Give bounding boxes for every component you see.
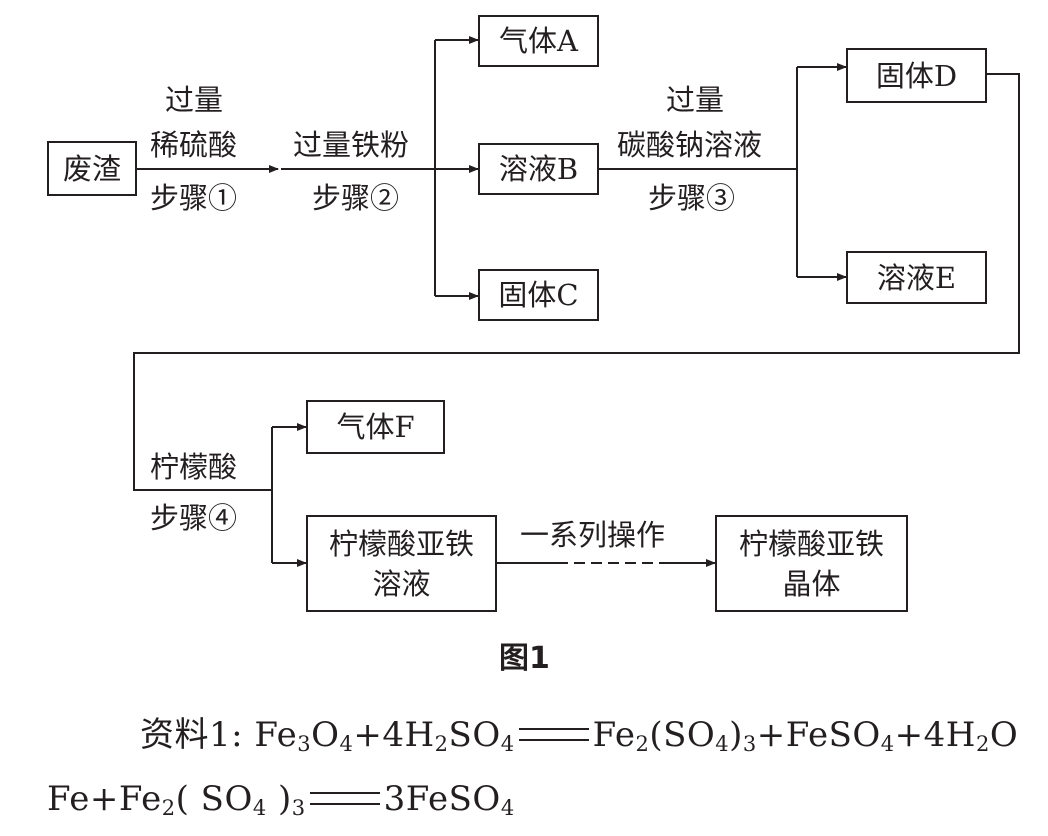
node-gas-f-label: 气体F xyxy=(336,410,415,444)
eq1-rhs: Fe2(SO4)3+FeSO4+4H2O xyxy=(592,715,1019,756)
node-solid-d: 固体D xyxy=(846,48,987,103)
node-solid-c-label: 固体C xyxy=(498,278,579,312)
step2-label: 步骤② xyxy=(312,181,400,215)
step4-reagent: 柠檬酸 xyxy=(150,450,238,484)
node-solution-e: 溶液E xyxy=(846,251,987,304)
step3-label: 步骤③ xyxy=(648,181,736,215)
step3-reagent-line2: 碳酸钠溶液 xyxy=(617,128,763,162)
node-ferrous-citrate-solution-line1: 柠檬酸亚铁 xyxy=(328,526,474,561)
node-gas-a: 气体A xyxy=(478,15,599,67)
eq2-rhs: 3FeSO4 xyxy=(383,779,515,820)
node-solid-d-label: 固体D xyxy=(875,58,958,93)
node-ferrous-citrate-crystal-line2: 晶体 xyxy=(782,566,841,601)
node-gas-f: 气体F xyxy=(306,400,445,454)
eq1-equals-sign xyxy=(518,727,589,741)
node-waste: 废渣 xyxy=(47,141,137,196)
eq1-lhs: Fe3O4+4H2SO4 xyxy=(254,715,515,756)
node-solid-c: 固体C xyxy=(478,269,599,321)
node-waste-label: 废渣 xyxy=(62,151,121,186)
step4-label: 步骤④ xyxy=(150,501,238,535)
node-ferrous-citrate-crystal: 柠檬酸亚铁 晶体 xyxy=(715,515,908,612)
step2-reagent: 过量铁粉 xyxy=(293,128,410,162)
step3-reagent-line1: 过量 xyxy=(666,83,725,117)
figure-caption: 图1 xyxy=(499,641,550,676)
eq2-lhs: Fe+Fe2( SO4 )3 xyxy=(47,779,306,820)
step1-label: 步骤① xyxy=(150,181,238,215)
material-prefix: 资料1: xyxy=(140,715,244,755)
material-equation-1: 资料1: Fe3O4+4H2SO4 Fe2(SO4)3+FeSO4+4H2O xyxy=(140,707,1018,756)
node-ferrous-citrate-solution: 柠檬酸亚铁 溶液 xyxy=(306,515,497,612)
eq2-equals-sign xyxy=(309,791,380,805)
step1-reagent-line1: 过量 xyxy=(165,83,224,117)
node-solution-b: 溶液B xyxy=(478,143,599,195)
line-solid-d-to-step4 xyxy=(133,73,1020,491)
step1-reagent-line2: 稀硫酸 xyxy=(150,128,238,162)
node-ferrous-citrate-crystal-line1: 柠檬酸亚铁 xyxy=(738,526,884,561)
series-ops-label: 一系列操作 xyxy=(520,518,666,552)
node-solution-e-label: 溶液E xyxy=(876,260,957,295)
node-solution-b-label: 溶液B xyxy=(498,152,579,186)
material-equation-2: Fe+Fe2( SO4 )3 3FeSO4 xyxy=(47,779,515,820)
node-gas-a-label: 气体A xyxy=(499,24,578,58)
node-ferrous-citrate-solution-line2: 溶液 xyxy=(372,566,431,601)
